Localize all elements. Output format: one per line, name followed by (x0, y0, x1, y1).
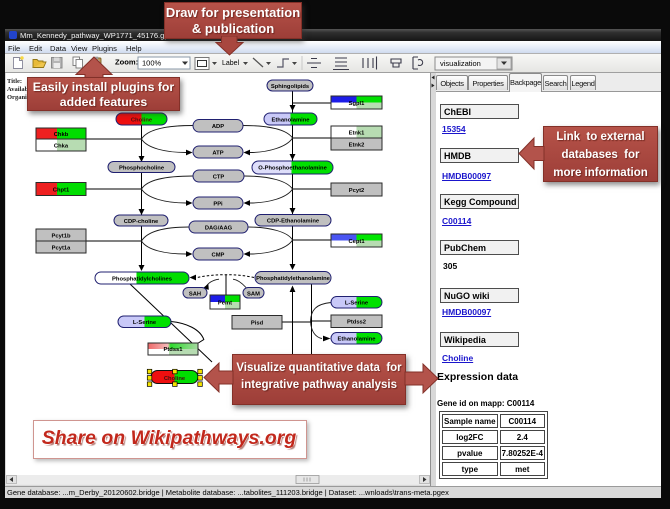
svg-text:Pcyt1a: Pcyt1a (52, 245, 71, 251)
svg-text:Pcyt2: Pcyt2 (349, 188, 364, 194)
svg-text:L-Serine: L-Serine (345, 301, 369, 307)
svg-text:Zoom:: Zoom: (115, 58, 138, 67)
svg-text:Sgpl1: Sgpl1 (349, 101, 366, 107)
svg-text:visualization: visualization (440, 59, 481, 68)
svg-text:Label: Label (222, 60, 240, 67)
svg-text:Ethanolamine: Ethanolamine (271, 117, 310, 123)
svg-text:Phosphatidylethanolamine: Phosphatidylethanolamine (256, 276, 331, 282)
svg-text:Chka: Chka (54, 143, 69, 149)
svg-text:Sphingolipids: Sphingolipids (271, 84, 309, 90)
svg-text:SAH: SAH (189, 291, 201, 297)
svg-text:CDP-choline: CDP-choline (124, 219, 159, 225)
svg-text:Ptdss1: Ptdss1 (163, 347, 183, 353)
svg-text:ATP: ATP (212, 150, 223, 156)
svg-text:Title:: Title: (7, 78, 22, 85)
svg-text:Pemt: Pemt (218, 300, 232, 306)
svg-text:100%: 100% (142, 59, 162, 68)
svg-text:Cept1: Cept1 (348, 239, 365, 245)
svg-text:CTP: CTP (213, 174, 225, 180)
svg-text:L-Serine: L-Serine (133, 320, 157, 326)
svg-text:Chkb: Chkb (54, 132, 69, 138)
svg-text:Pcyt1b: Pcyt1b (51, 233, 70, 239)
svg-text:CMP: CMP (212, 252, 225, 258)
svg-text:Ptdss2: Ptdss2 (347, 319, 366, 325)
svg-text:SAM: SAM (247, 291, 260, 297)
svg-text:Organis: Organis (7, 94, 30, 101)
svg-text:CDP-Ethanolamine: CDP-Ethanolamine (267, 219, 320, 225)
svg-text:Ethanolamine: Ethanolamine (337, 337, 376, 343)
svg-text:Availab: Availab (7, 86, 29, 93)
svg-text:Etnk2: Etnk2 (349, 142, 365, 148)
svg-text:Etnk1: Etnk1 (349, 130, 366, 136)
svg-text:Phosphocholine: Phosphocholine (119, 165, 165, 171)
svg-text:Pisd: Pisd (251, 321, 264, 327)
svg-text:Choline: Choline (131, 117, 153, 123)
svg-text:DAG/AAG: DAG/AAG (205, 225, 233, 231)
svg-text:Choline: Choline (164, 376, 186, 382)
svg-text:ADP: ADP (212, 124, 224, 130)
svg-text:Phosphatidylcholines: Phosphatidylcholines (112, 276, 172, 282)
svg-text:PPi: PPi (213, 201, 223, 207)
svg-text:O-Phosphoethanolamine: O-Phosphoethanolamine (258, 166, 327, 172)
svg-text:Chpt1: Chpt1 (53, 187, 70, 193)
